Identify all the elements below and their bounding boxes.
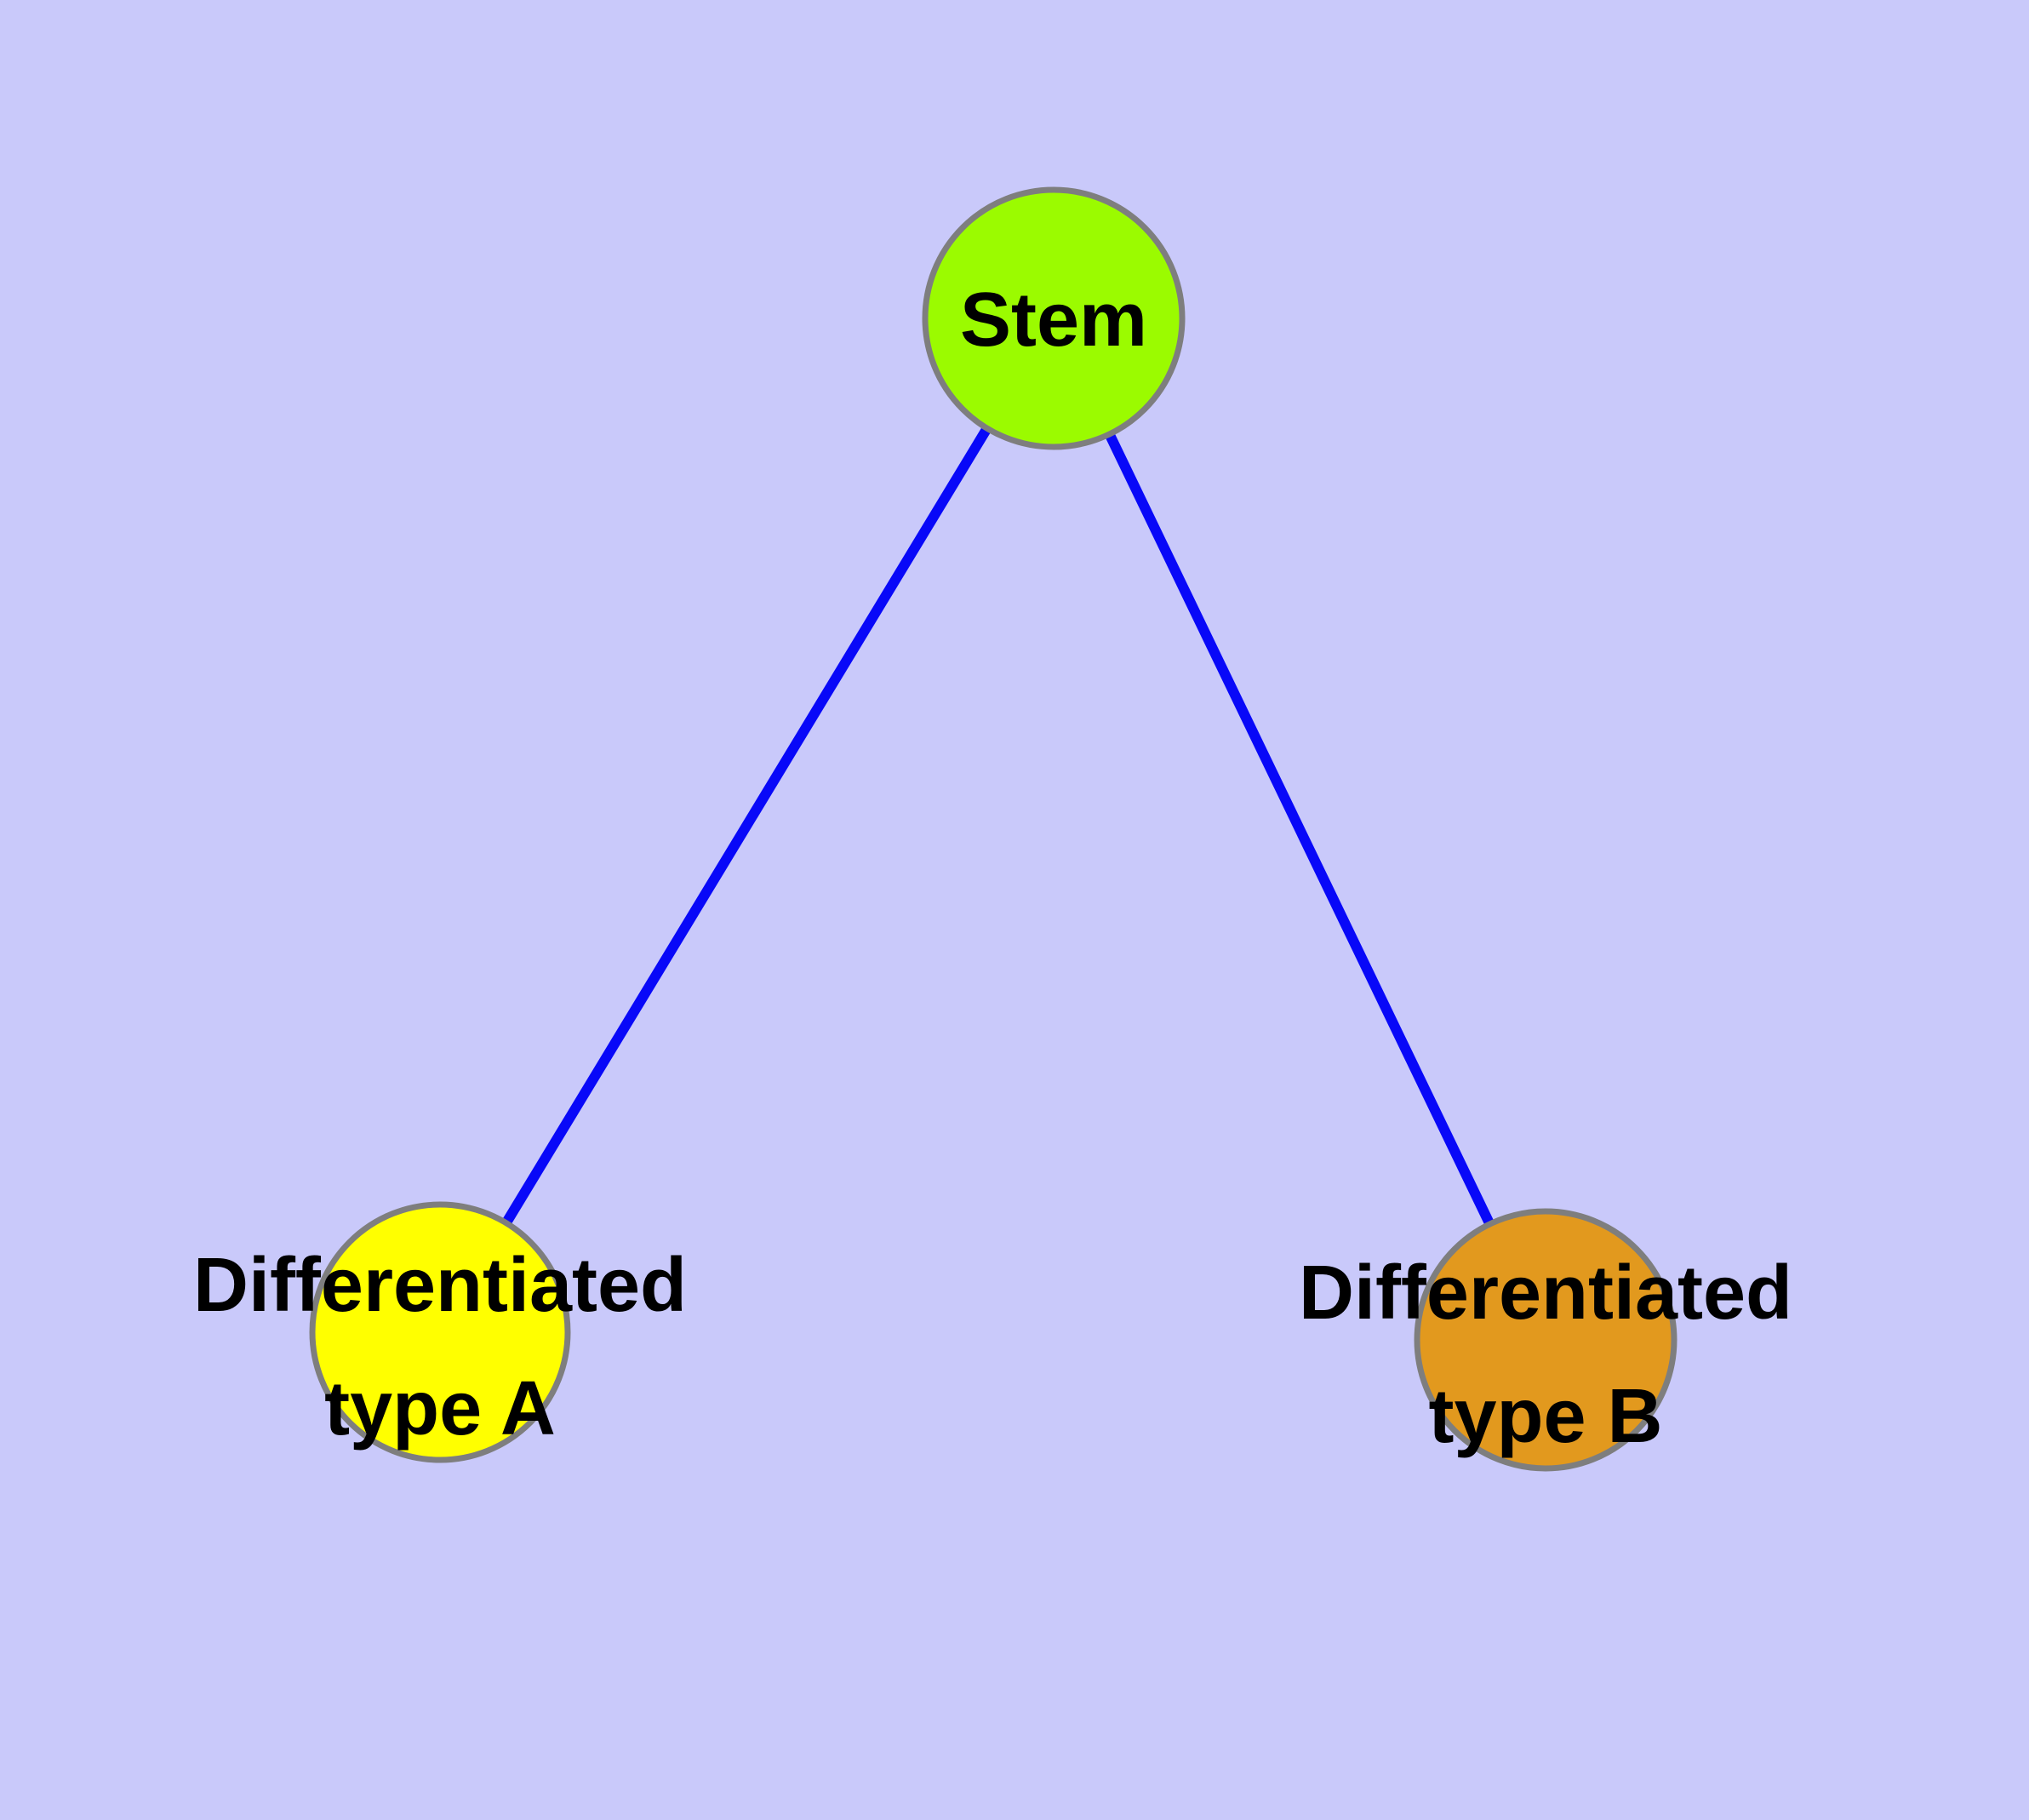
stem-node-label: Stem	[960, 278, 1147, 363]
type-b-node-label-line1: Differentiated	[1299, 1251, 1792, 1336]
type-a-node	[309, 1201, 571, 1463]
type-a-node-label-line1: Differentiated	[193, 1243, 687, 1328]
edge-stem-to-type-a	[435, 315, 1059, 1336]
edge-stem-to-type-b	[1049, 316, 1551, 1342]
type-b-node-label-line2: type B	[1428, 1374, 1662, 1459]
type-b-node	[1414, 1208, 1677, 1472]
type-a-node-label-line2: type A	[324, 1366, 556, 1451]
stem-node	[922, 186, 1186, 450]
